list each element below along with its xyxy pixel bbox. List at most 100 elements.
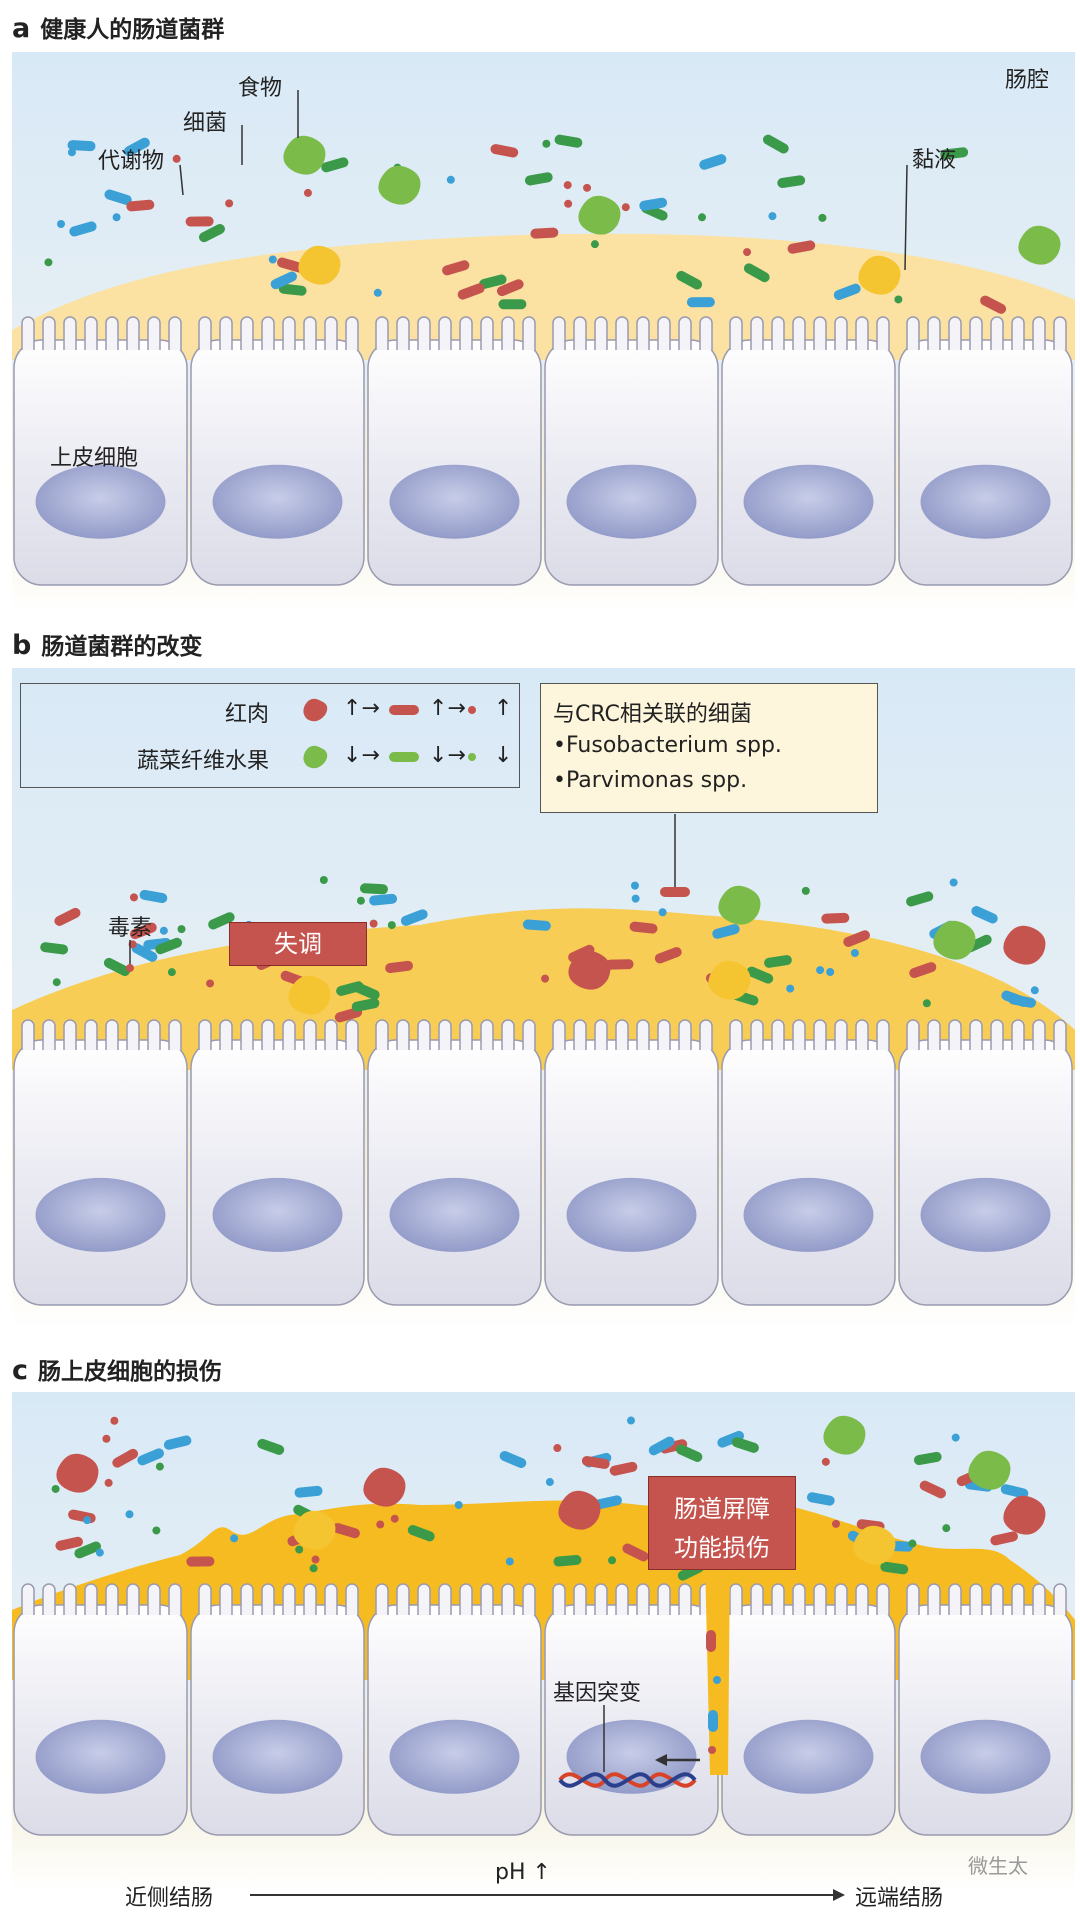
food-particle [578, 195, 621, 235]
villus [240, 316, 254, 350]
villus [615, 1583, 629, 1615]
villus [261, 1019, 275, 1050]
villus [459, 1583, 473, 1615]
villus [345, 1583, 359, 1615]
metabolite [172, 154, 181, 163]
villus [927, 316, 941, 350]
bacterium [54, 907, 81, 926]
villus [552, 1583, 566, 1615]
crc-bacterium [660, 887, 690, 897]
villus [636, 1019, 650, 1050]
bacterium [833, 283, 861, 301]
bacterium [407, 1525, 435, 1542]
bacterium [909, 962, 937, 979]
metabolite [268, 255, 277, 264]
bacterium [906, 891, 934, 907]
villus [84, 1583, 98, 1615]
food-particle [293, 1510, 336, 1550]
villus [438, 1583, 452, 1615]
bacterium [112, 1448, 139, 1468]
bacterium [731, 1437, 759, 1453]
villus [657, 1019, 671, 1050]
crc-box-title: 与CRC相关联的细菌 [553, 702, 752, 727]
bacterium [104, 189, 132, 205]
bacterium [208, 912, 235, 930]
food-label: 食物 [238, 76, 283, 101]
metabolite [311, 1555, 320, 1564]
bacterium [69, 221, 97, 237]
villus [1011, 1019, 1025, 1050]
villus [417, 1583, 431, 1615]
villus [147, 1583, 161, 1615]
metabolite [373, 288, 382, 297]
villus [969, 1019, 983, 1050]
leak-bacterium-2 [708, 1710, 718, 1732]
legend-row-red-meat: 红肉 ↑→ ↑→ ↑ [21, 696, 519, 727]
metabolite [125, 1510, 134, 1519]
bacterium [581, 1455, 610, 1469]
villus [969, 1583, 983, 1615]
villus [219, 316, 233, 350]
villus [396, 316, 410, 350]
villus [729, 316, 743, 350]
metabolite [102, 1434, 111, 1443]
food-particle [283, 135, 326, 175]
villus [1032, 1583, 1046, 1615]
bacterium [676, 270, 703, 290]
villus [876, 316, 890, 350]
food-particle [363, 1467, 406, 1507]
legend-veg-label: 蔬菜纤维水果 [136, 749, 269, 774]
bacterium [74, 1541, 102, 1559]
villus [927, 1583, 941, 1615]
villus [1053, 316, 1067, 350]
villus [438, 1019, 452, 1050]
bacterium [270, 271, 297, 290]
bacterium [294, 1485, 323, 1498]
metabolite [826, 968, 835, 977]
bacterium [919, 1480, 946, 1499]
metabolite [564, 199, 573, 208]
metabolite [206, 979, 215, 988]
villus [615, 1019, 629, 1050]
nucleus [920, 1177, 1051, 1252]
villus [21, 1583, 35, 1615]
epithelium-b [13, 1019, 1073, 1306]
metabolite [303, 188, 312, 197]
metabolite [951, 1433, 960, 1442]
metabolite [626, 1416, 635, 1425]
villus [522, 316, 536, 350]
bacterium [980, 295, 1007, 314]
villus [948, 1583, 962, 1615]
villus [678, 316, 692, 350]
villus [969, 316, 983, 350]
bacterium [524, 172, 553, 186]
barrier-damage-line-1: 肠道屏障 [674, 1495, 770, 1523]
villus [948, 1019, 962, 1050]
bacterium [763, 134, 789, 154]
villus [636, 1583, 650, 1615]
bacterium [639, 197, 668, 211]
villus [792, 1583, 806, 1615]
villus [282, 316, 296, 350]
metabolite [768, 212, 777, 221]
villus [771, 1019, 785, 1050]
leak-metabolite-2 [708, 1746, 716, 1754]
metabolite [894, 295, 903, 304]
villus [240, 1019, 254, 1050]
villus [855, 1583, 869, 1615]
villus [480, 316, 494, 350]
villus [147, 1019, 161, 1050]
bacterium [131, 943, 158, 962]
villus [459, 316, 473, 350]
barrier-damage-line-2: 功能损伤 [674, 1534, 770, 1562]
nucleus [743, 464, 874, 539]
metabolite [369, 919, 378, 928]
food-particle [568, 950, 611, 990]
bacterium [1000, 1484, 1029, 1499]
villus [480, 1583, 494, 1615]
bacterium [185, 216, 214, 227]
villus [105, 316, 119, 350]
villus [168, 1583, 182, 1615]
